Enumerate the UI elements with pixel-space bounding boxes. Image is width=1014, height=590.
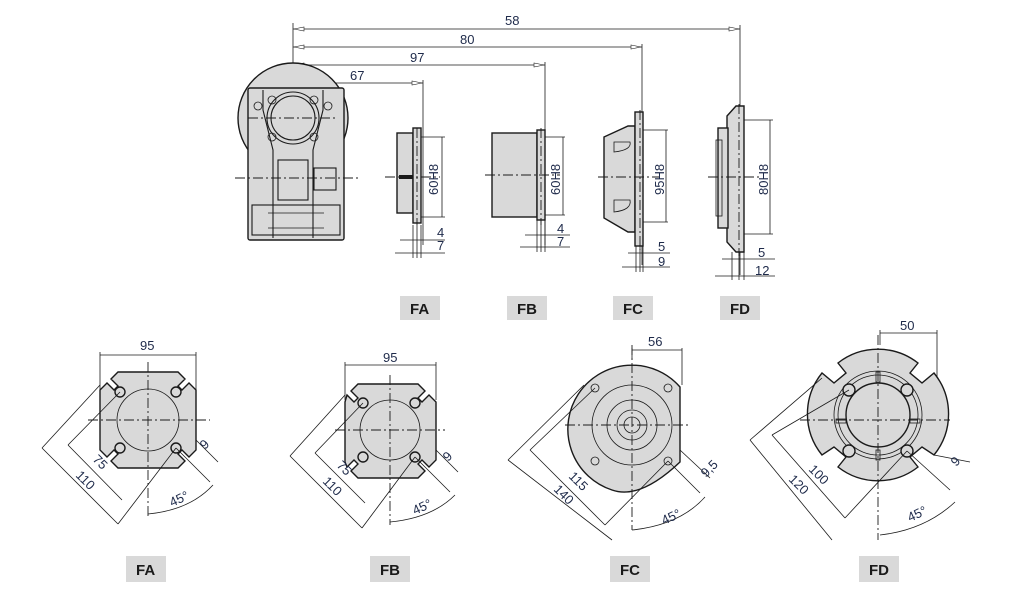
thickness-b-fc: 9: [658, 254, 665, 269]
gearbox-body: [235, 62, 360, 241]
thickness-a-fb: 4: [557, 221, 564, 236]
label-box-side-fa: [400, 296, 440, 320]
dim-80: 80: [460, 32, 474, 47]
side-flange-fd: 80H8 5 12: [708, 104, 775, 280]
thickness-b-fd: 12: [755, 263, 769, 278]
pilot-fa: 60H8: [426, 164, 441, 195]
dim-58: 58: [505, 13, 519, 28]
side-flange-fa: 60H8 4 7: [385, 127, 445, 258]
label-side-fa: FA: [410, 301, 429, 318]
front-flange-fa: 95 75 110 9 45°: [41, 338, 219, 525]
label-side-fd: FD: [730, 301, 750, 318]
width-fc: 56: [648, 334, 662, 349]
angle-fa: 45°: [167, 488, 191, 510]
label-front-fd: FD: [869, 562, 889, 579]
label-box-side-fc: [613, 296, 653, 320]
front-flange-fb: 95 75 110 9 45°: [289, 350, 459, 529]
side-labels: FA FB FC FD: [400, 296, 760, 320]
width-fd: 50: [900, 318, 914, 333]
side-flange-fb: 60H8 4 7: [485, 128, 570, 252]
thickness-a-fa: 4: [437, 225, 444, 240]
thickness-b-fa: 7: [437, 238, 444, 253]
pilot-fd: 80H8: [756, 164, 771, 195]
label-box-front-fd: [859, 556, 899, 582]
front-flange-fc: 56 115 140 9,5 45°: [507, 334, 721, 541]
thickness-b-fb: 7: [557, 234, 564, 249]
pilot-fb: 60H8: [548, 164, 563, 195]
hole-fd: 9: [948, 453, 964, 469]
label-front-fb: FB: [380, 562, 400, 579]
label-box-front-fb: [370, 556, 410, 582]
hole-fa: 9: [197, 436, 213, 452]
dim-67: 67: [350, 68, 364, 83]
label-side-fc: FC: [623, 301, 643, 318]
dim-97: 97: [410, 50, 424, 65]
angle-fc: 45°: [659, 506, 683, 528]
hole-fc: 9,5: [698, 457, 721, 480]
label-front-fa: FA: [136, 562, 155, 579]
hole-fb: 9: [440, 448, 456, 464]
label-box-side-fb: [507, 296, 547, 320]
thickness-a-fd: 5: [758, 245, 765, 260]
width-fa: 95: [140, 338, 154, 353]
angle-fb: 45°: [410, 496, 434, 518]
label-side-fb: FB: [517, 301, 537, 318]
pilot-fc: 95H8: [652, 164, 667, 195]
side-flange-fc: 95H8 5 9: [598, 110, 670, 272]
label-box-front-fc: [610, 556, 650, 582]
label-front-fc: FC: [620, 562, 640, 579]
angle-fd: 45°: [905, 503, 929, 525]
outer-fb: 110: [320, 474, 345, 499]
front-flange-fd: 50 100 120 9 45°: [749, 318, 971, 541]
front-labels: FA FB FC FD: [126, 556, 899, 582]
label-box-front-fa: [126, 556, 166, 582]
width-fb: 95: [383, 350, 397, 365]
label-box-side-fd: [720, 296, 760, 320]
thickness-a-fc: 5: [658, 239, 665, 254]
